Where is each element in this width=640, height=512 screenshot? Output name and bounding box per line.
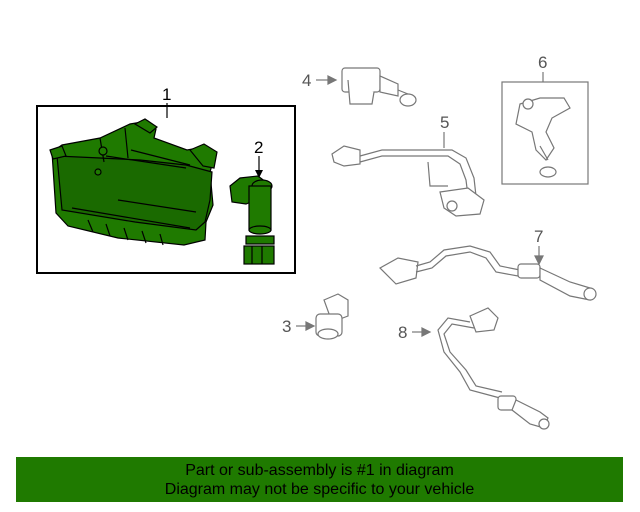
- part-6-sensor-kit[interactable]: 6: [501, 53, 589, 185]
- arrowhead-2: [255, 170, 263, 178]
- part-7-oxygen-sensor[interactable]: 7: [379, 227, 597, 301]
- callout-8: 8: [398, 323, 407, 342]
- assembly-group-1[interactable]: 1 2: [36, 85, 296, 274]
- part-8-oxygen-sensor[interactable]: 8: [398, 307, 550, 430]
- callout-1: 1: [162, 85, 171, 104]
- part-5-sensor-harness[interactable]: 5: [331, 113, 485, 217]
- callout-5: 5: [440, 113, 449, 132]
- assembly-box: [36, 105, 296, 274]
- callout-3: 3: [282, 317, 291, 336]
- part-3-sensor[interactable]: 3: [282, 293, 349, 340]
- callout-6: 6: [538, 53, 547, 72]
- footer-banner: Part or sub-assembly is #1 in diagram Di…: [16, 457, 623, 502]
- callout-7: 7: [534, 227, 543, 246]
- part-2-valve[interactable]: [229, 175, 275, 265]
- footer-line-1: Part or sub-assembly is #1 in diagram: [185, 461, 454, 479]
- footer-line-2: Diagram may not be specific to your vehi…: [164, 480, 475, 498]
- part-4-purge-valve[interactable]: 4: [302, 67, 417, 107]
- callout-2: 2: [254, 138, 263, 157]
- part-1-canister[interactable]: [49, 118, 218, 246]
- callout-4: 4: [302, 71, 311, 90]
